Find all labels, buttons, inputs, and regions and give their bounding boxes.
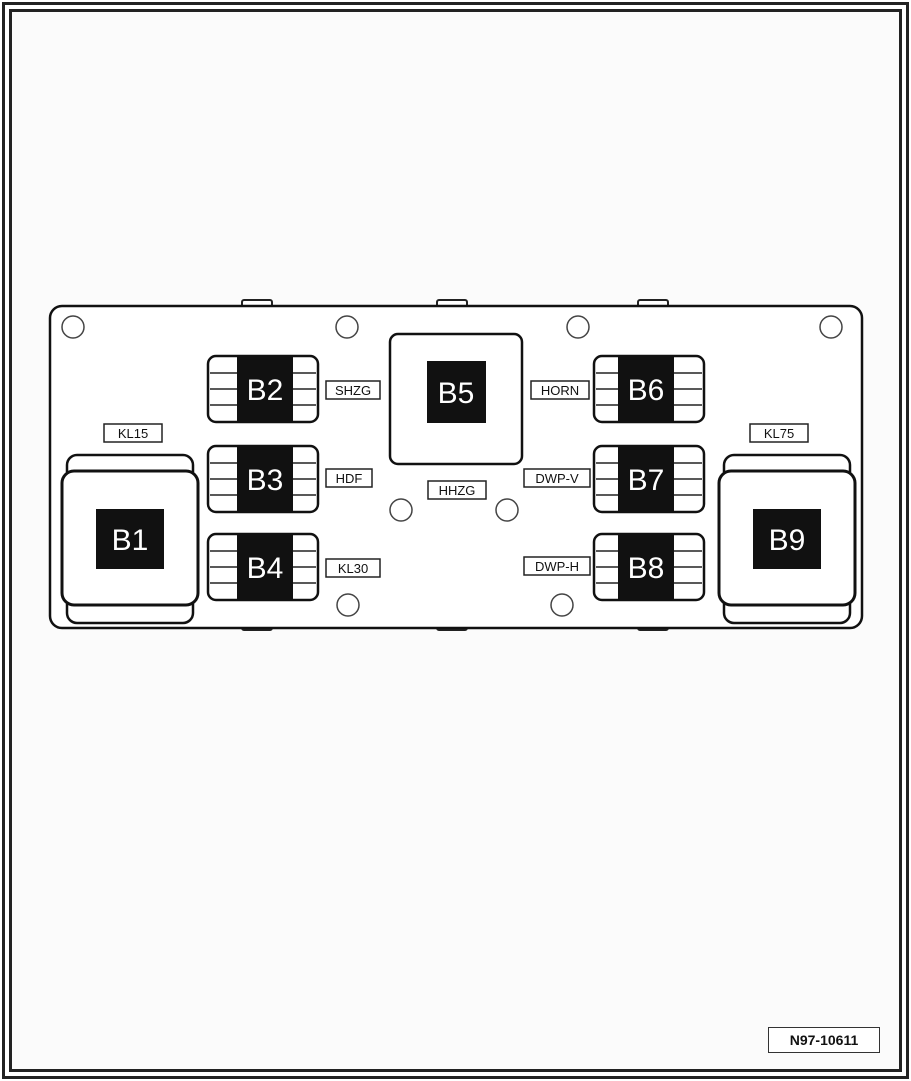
function-labels: KL15 KL75 SHZG HDF KL30 HHZG HORN DWP-V …	[103, 380, 809, 578]
label-hdf: HDF	[336, 471, 363, 486]
relay-b1-label: B1	[112, 524, 149, 557]
relay-b7[interactable]: B7	[592, 444, 706, 514]
label-dwp-v: DWP-V	[535, 471, 579, 486]
relay-b1[interactable]: B1	[60, 453, 200, 625]
relay-b3[interactable]: B3	[206, 444, 320, 514]
relay-b6[interactable]: B6	[592, 354, 706, 424]
relay-b4-label: B4	[247, 552, 284, 585]
relay-b8-label: B8	[628, 552, 665, 585]
relay-b8[interactable]: B8	[592, 532, 706, 602]
relay-b3-label: B3	[247, 464, 284, 497]
relay-b9[interactable]: B9	[717, 453, 857, 625]
figure-reference-number: N97-10611	[768, 1027, 880, 1053]
relay-b5[interactable]: B5	[388, 332, 524, 466]
relay-b4[interactable]: B4	[206, 532, 320, 602]
relay-b7-label: B7	[628, 464, 665, 497]
label-kl30: KL30	[338, 561, 368, 576]
relay-b2-label: B2	[247, 374, 284, 407]
label-shzg: SHZG	[335, 383, 371, 398]
relay-b5-label: B5	[438, 377, 475, 410]
label-hhzg: HHZG	[439, 483, 476, 498]
mounting-holes	[61, 315, 843, 617]
label-kl15: KL15	[118, 426, 148, 441]
label-dwp-h: DWP-H	[535, 559, 579, 574]
label-horn: HORN	[541, 383, 579, 398]
relay-b9-label: B9	[769, 524, 806, 557]
relay-b6-label: B6	[628, 374, 665, 407]
relay-b2[interactable]: B2	[206, 354, 320, 424]
label-kl75: KL75	[764, 426, 794, 441]
